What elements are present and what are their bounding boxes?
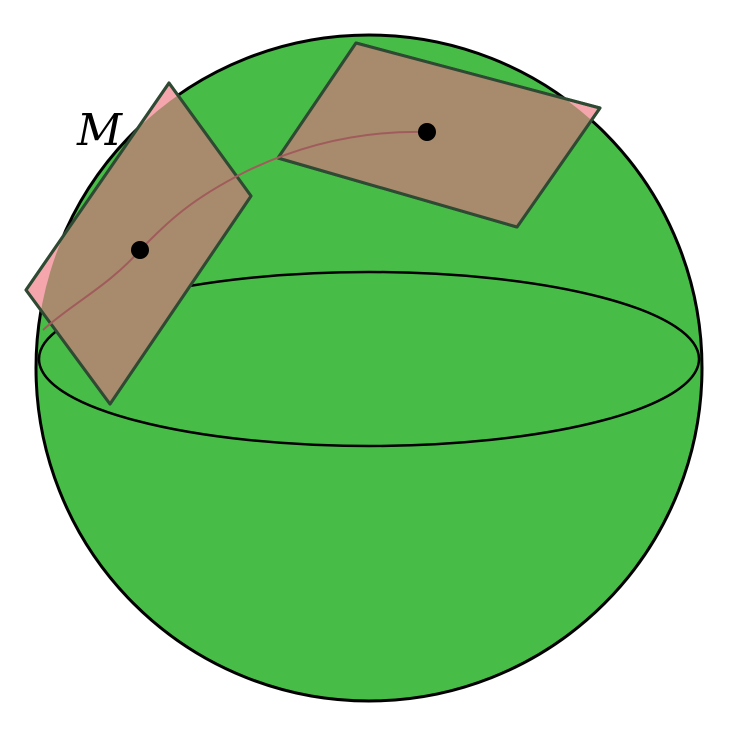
tangent-plane-right-outline xyxy=(276,41,602,229)
equator-ellipse xyxy=(37,270,701,448)
point-right xyxy=(418,123,436,141)
geodesic-curve xyxy=(42,130,428,331)
tangent-plane-right xyxy=(276,41,602,229)
point-left xyxy=(131,241,149,259)
tangent-plane-left-outline xyxy=(24,81,253,406)
manifold-label: M xyxy=(76,105,123,156)
